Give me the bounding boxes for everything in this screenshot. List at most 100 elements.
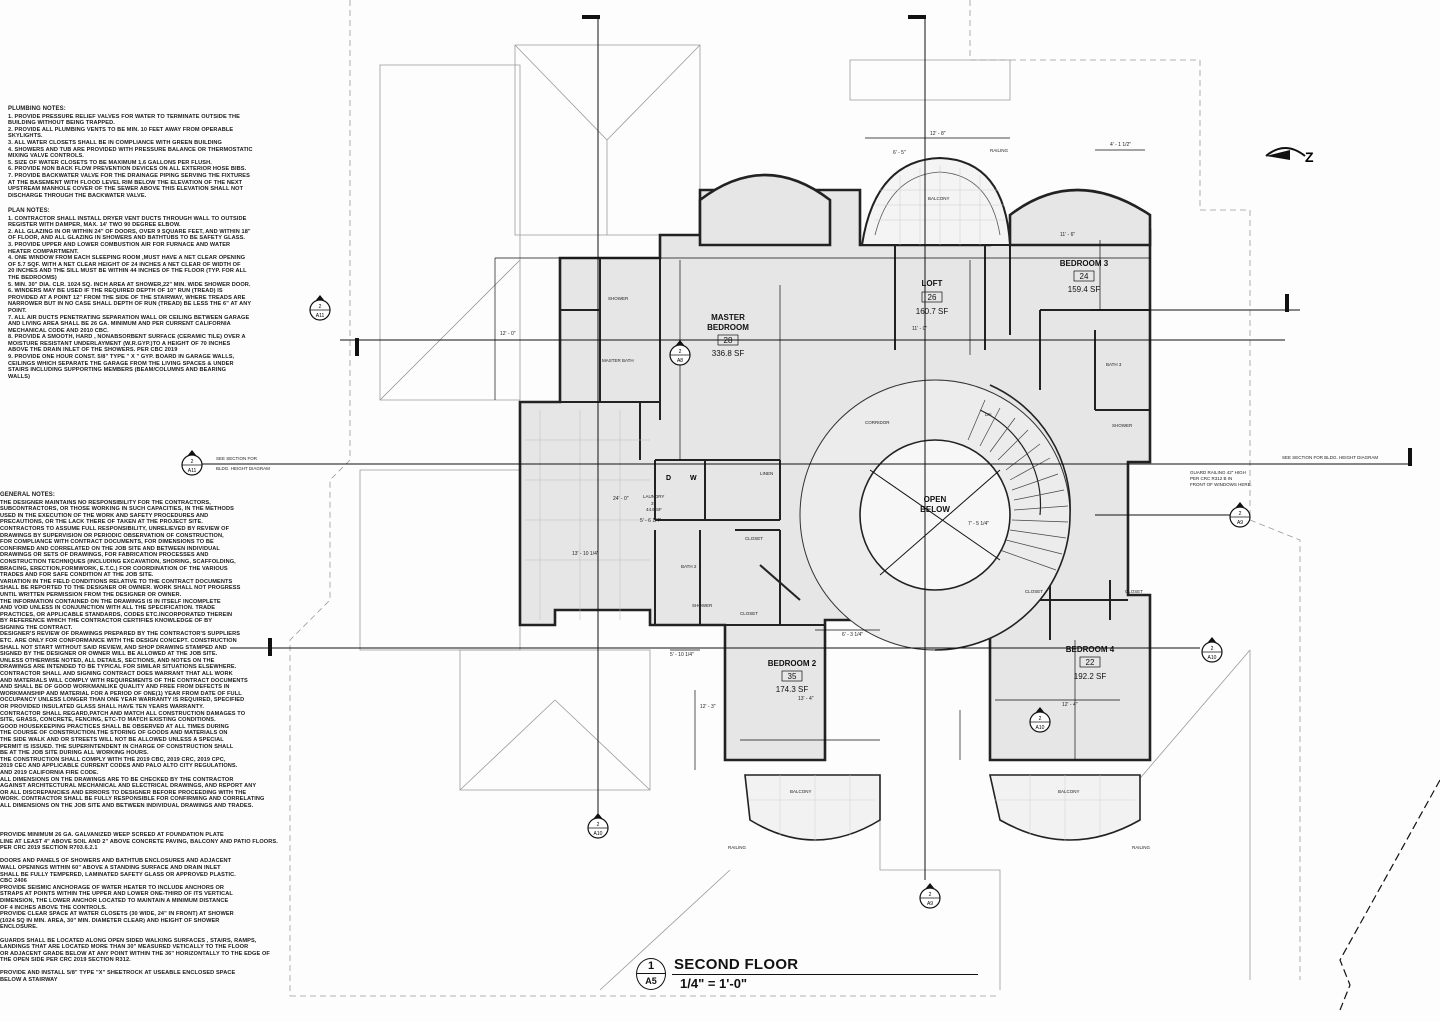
north-arrow-icon: Z (1265, 147, 1314, 165)
label-railing-left: RAILING (728, 845, 747, 850)
sheet-number: A5 (645, 976, 657, 986)
note-line: PRECAUTIONS, OR THE LACK THERE OF TAKEN … (0, 519, 203, 526)
balcony-grid (750, 775, 1135, 842)
general-notes: GENERAL NOTES: THE DESIGNER MAINTAINS NO… (0, 492, 280, 810)
note-line: SUBCONTRACTORS, OR THOSE WORKING IN SUCH… (0, 506, 234, 513)
note-line: 2. ALL GLAZING IN OR WITHIN 24" OF DOORS… (8, 228, 251, 235)
plan-notes: PLAN NOTES: 1. CONTRACTOR SHALL INSTALL … (8, 208, 270, 380)
note-line: THE BEDROOMS) (8, 274, 57, 281)
stair-treads (967, 399, 1069, 571)
note-line: OCCUPANCY UNLESS LONGER THAN ONE YEAR WA… (0, 697, 245, 704)
note-line: BELOW A STAIRWAY (0, 977, 58, 984)
note-line: AND SHALL BE OF GOOD WORKMANLIKE QUALITY… (0, 684, 230, 691)
note-line: WALL OPENINGS WITHIN 60" ABOVE A STANDIN… (0, 864, 221, 871)
label-railing-right: RAILING (1132, 845, 1151, 850)
note-line: ALL DIMENSIONS ON THE JOB SITE AND BETWE… (0, 802, 254, 809)
note-line: FOR COMPLIANCE WITH CONTRACT DOCUMENTS, … (0, 539, 214, 546)
room-name-bedroom3: BEDROOM 3 (1060, 259, 1109, 268)
title-underline (672, 974, 978, 975)
note-line: AND LIVING AREA SHALL BE 26 GA. MINIMUM … (8, 321, 231, 328)
note-line: PROVIDED AT A POINT 12" FROM THE SIDE OF… (8, 294, 246, 301)
label-laundry-area: 44.6 SF (646, 507, 662, 512)
note-line: THE CONSTRUCTION SHALL COMPLY WITH THE 2… (0, 756, 226, 763)
note-line: 3. PROVIDE UPPER AND LOWER COMBUSTION AI… (8, 241, 231, 248)
note-line: DIMENSION, THE LOWER ANCHOR LOCATED TO M… (0, 897, 229, 904)
section-marker-label: A9 (927, 901, 933, 907)
note-line: DRAWINGS BY SUPERVISION OR PERIODIC OBSE… (0, 532, 224, 539)
interior-walls (560, 245, 1150, 640)
note-line: LANDINGS THAT ARE LOCATED MORE THAN 30" … (0, 944, 249, 951)
svg-text:Z: Z (1305, 149, 1314, 165)
dim-d3: 7' - 5 1/4" (968, 521, 989, 527)
section-marker: A82 (669, 340, 691, 366)
break-line (1339, 779, 1440, 1011)
note-line: CONFIRMED AND CORRELATED ON THE JOB SITE… (0, 545, 220, 552)
dim-d8: 12' - 4" (1062, 702, 1078, 708)
room-name-open-2: BELOW (920, 505, 950, 514)
note-line: USED IN THE EXECUTION OF THE WORK AND SA… (0, 512, 209, 519)
section-marker-number: 2 (1211, 646, 1214, 652)
room-area-bedroom2: 174.3 SF (776, 685, 809, 694)
note-line: PER CRC 2019 SECTION R703.6.2.1 (0, 845, 98, 852)
section-marker-number: 2 (191, 459, 194, 465)
label-balcony-left: BALCONY (790, 789, 812, 794)
room-name-open: OPEN (924, 495, 947, 504)
note-line: MOISTURE RESISTANT UNDERLAYMENT (W.R.GYP… (8, 340, 231, 347)
label-laundry: LAUNDRY (643, 494, 664, 499)
note-line: ABOVE THE DRAIN INLET OF THE SHOWERS. PE… (8, 347, 178, 354)
note-line: AGAINST ARCHITECTURAL MECHANICAL AND ELE… (0, 783, 257, 790)
note-line: 4. ONE WINDOW FROM EACH SLEEPING ROOM ,M… (8, 255, 246, 262)
note-line: BE AT THE JOB SITE DURING ALL WORKING HO… (0, 750, 149, 757)
dimension-text: 12' - 8" 6' - 5" 4' - 1 1/2" 11' - 0" 13… (500, 131, 1131, 710)
note-line: LINE AT LEAST 4" ABOVE SOIL AND 2" ABOVE… (0, 838, 278, 845)
note-line: DRAWINGS OR SETS OF DRAWINGS, FOR FABRIC… (0, 552, 209, 559)
note-line: 2019 CEC AND APPLICABLE CURRENT CODES AN… (0, 763, 238, 770)
label-railing-top: RAILING (990, 148, 1009, 153)
room-num-bedroom3: 24 (1080, 272, 1089, 281)
label-corridor: CORRIDOR (865, 420, 890, 425)
note-line: AND MATERIALS WILL COMPLY WITH REQUIREME… (0, 677, 248, 684)
note-line: CEILINGS WHICH SEPARATE THE GARAGE FROM … (8, 360, 234, 367)
note-line: ALL DIMENSIONS ON THE DRAWINGS ARE TO BE… (0, 776, 234, 783)
note-line: HEATER COMPARTMENT. (8, 248, 79, 255)
plumbing-notes-lines: 1. PROVIDE PRESSURE RELIEF VALVES FOR WA… (8, 114, 268, 200)
bottom-notes: PROVIDE MINIMUM 26 GA. GALVANIZED WEEP S… (0, 832, 300, 984)
note-line: CONTRACTOR SHALL REGARD,PATCH AND MATCH … (0, 710, 246, 717)
note-line: (1024 SQ IN MIN. AREA, 30" MIN. DIAMETER… (0, 917, 220, 924)
label-closet-1: CLOSET (745, 536, 763, 541)
plumbing-notes-title: PLUMBING NOTES: (8, 106, 66, 112)
plan-notes-title: PLAN NOTES: (8, 208, 50, 214)
note-line: SIGNED BY THE DESIGNER OR OWNER WILL BE … (0, 651, 218, 658)
stair-and-open-area (799, 379, 1071, 651)
note-line: PERMIT IS ISSUED. THE SUPERINTENDENT IN … (0, 743, 234, 750)
note-line: SHALL NOT START WITHOUT SAID REVIEW, AND… (0, 644, 227, 651)
note-line: SKYLIGHTS. (8, 133, 43, 140)
label-bath3: BATH 3 (1106, 362, 1122, 367)
section-marker-number: 2 (929, 892, 932, 898)
note-line: AT THE BASEMENT WITH FLOOD LEVEL RIM BEL… (8, 179, 243, 186)
note-line: BUILDING WITHOUT BEING TRAPPED. (8, 120, 115, 127)
note-line: OF FLOOR, AND ALL GLAZING IN SHOWERS AND… (8, 235, 246, 242)
note-line: OF 5.7 SQF. WITH A NET CLEAR HEIGHT OF 2… (8, 261, 241, 268)
dim-d5: 5' - 6 1/4" (640, 518, 661, 524)
section-marker-label: A9 (1237, 520, 1243, 526)
section-marker-number: 2 (1239, 511, 1242, 517)
note-line: AND VOID UNLESS IN CONJUNCTION WITH ALL … (0, 605, 216, 612)
note-line: 6. WINDERS MAY BE USED IF THE REQUIRED D… (8, 288, 223, 295)
note-line: GUARDS SHALL BE LOCATED ALONG OPEN SIDED… (0, 937, 257, 944)
label-closet-4: CLOSET (1125, 589, 1143, 594)
room-labels: MASTER BEDROOM 28 336.8 SF LOFT 26 160.7… (707, 259, 1115, 694)
section-marker: A9 2 (919, 883, 941, 909)
note-line: 1. CONTRACTOR SHALL INSTALL DRYER VENT D… (8, 215, 247, 222)
room-name-loft: LOFT (922, 279, 943, 288)
room-num-bedroom4: 22 (1086, 658, 1095, 667)
dim-d4: 5' - 10 1/4" (670, 652, 694, 658)
general-notes-lines: THE DESIGNER MAINTAINS NO RESPONSIBILITY… (0, 500, 280, 810)
room-name-bedroom2: BEDROOM 2 (768, 659, 817, 668)
label-section-note-2: BLDG. HEIGHT DIAGRAM (216, 466, 270, 471)
note-line: MIXING VALVE CONTROLS. (8, 153, 84, 160)
dim-top-width: 12' - 8" (930, 131, 946, 137)
